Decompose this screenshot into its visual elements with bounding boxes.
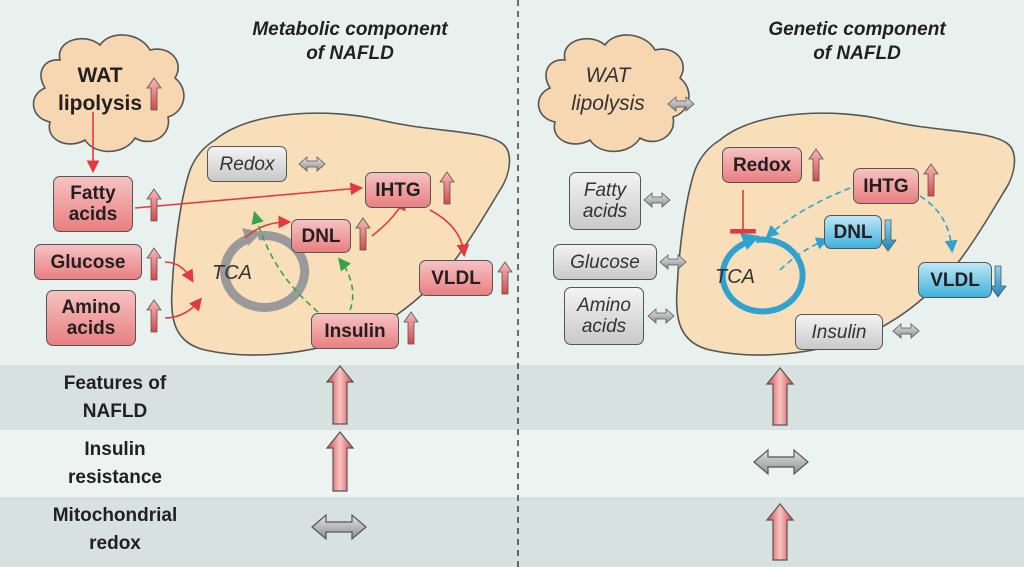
adipose-tissue-shape-right [537,34,690,153]
wat-lipolysis-label-genetic: WAT lipolysis [571,64,645,115]
glucose-box-genetic: Glucose [553,244,657,280]
insulin-box-genetic: Insulin [795,314,883,350]
unchanged-icon [667,96,695,112]
row-label-mitochondrial-redox: Mitochondrial redox [52,505,178,554]
row-band-insulin-resistance [0,430,1024,497]
increase-icon [439,171,455,205]
dnl-box-metabolic: DNL [291,219,351,253]
tca-cycle-ring-right [719,236,806,315]
fatty-acids-box-genetic: Fatty acids [569,172,641,230]
insulin-box-metabolic: Insulin [311,313,399,349]
features-increase-arrow-metabolic [325,365,355,425]
increase-icon [403,311,419,345]
mitochondrial-redox-increase-arrow-genetic [765,503,795,561]
unchanged-icon [892,323,920,339]
tca-label-genetic: TCA [715,266,755,288]
adipose-tissue-shape-left [32,34,185,153]
vldl-box-metabolic: VLDL [419,260,493,296]
increase-icon [146,77,162,111]
row-label-insulin-resistance: Insulin resistance [67,439,162,488]
increase-icon [808,148,824,182]
mitochondrial-redox-unchanged-arrow-metabolic [311,513,367,541]
increase-icon [923,163,939,197]
unchanged-icon [647,308,675,324]
unchanged-icon [659,254,687,270]
unchanged-icon [298,156,326,172]
features-increase-arrow-genetic [765,367,795,426]
amino-acids-box-genetic: Amino acids [564,287,644,345]
row-label-features: Features of NAFLD [63,373,167,422]
wat-lipolysis-label-metabolic: WAT lipolysis [57,64,143,115]
ihtg-box-metabolic: IHTG [365,172,431,208]
redox-box-metabolic: Redox [207,146,287,182]
redox-box-genetic: Redox [722,147,802,183]
row-band-features [0,365,1024,430]
increase-icon [146,299,162,333]
ihtg-box-genetic: IHTG [853,168,919,204]
metabolic-panel-title: Metabolic component of NAFLD [252,19,448,64]
dnl-box-genetic: DNL [824,215,882,249]
tca-label-metabolic: TCA [212,262,252,284]
decrease-icon [879,219,897,252]
insulin-resistance-unchanged-arrow-genetic [753,448,809,476]
increase-icon [146,247,162,281]
genetic-panel-title: Genetic component of NAFLD [768,19,946,64]
insulin-resistance-increase-arrow-metabolic [325,431,355,492]
increase-icon [146,188,162,222]
increase-icon [497,261,513,295]
vldl-box-genetic: VLDL [918,262,992,298]
row-band-mitochondrial-redox [0,497,1024,567]
increase-icon [355,217,371,251]
fatty-acids-box-metabolic: Fatty acids [53,176,133,232]
decrease-icon [989,265,1007,298]
unchanged-icon [643,192,671,208]
amino-acids-box-metabolic: Amino acids [46,290,136,346]
glucose-box-metabolic: Glucose [34,244,142,280]
